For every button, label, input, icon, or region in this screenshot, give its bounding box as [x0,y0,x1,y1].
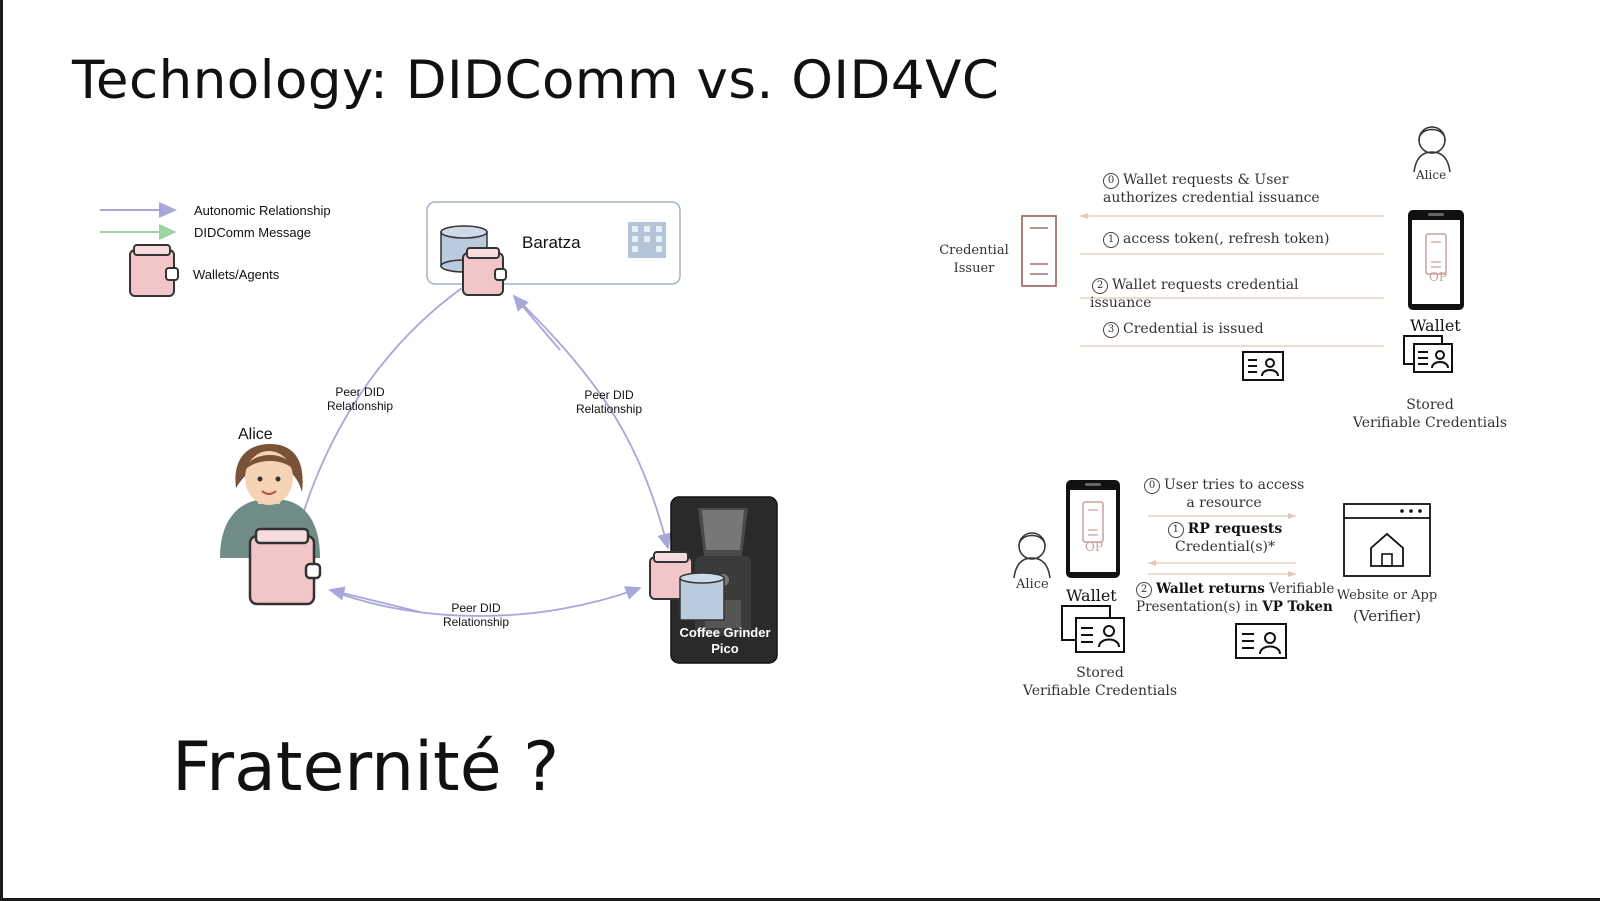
edge-left [297,287,463,531]
issued-credential-icon [1242,351,1284,381]
presentation-alice-label: Alice [1016,577,1049,592]
slide-bottom-border [0,898,1600,901]
wallet-phone-icon [1408,210,1464,310]
presentation-stored-credentials-icon [1061,605,1125,653]
presentation-wallet-label: Wallet [1066,586,1117,605]
issuance-op-label: OP [1429,270,1447,284]
edge-bottom-head [328,586,421,613]
edge-bottom [329,586,642,617]
verifier-label: Website or App(Verifier) [1336,588,1438,625]
baratza-wallet-icon [462,247,507,296]
presentation-wallet-phone-icon [1066,480,1120,578]
alice-wallet-icon [248,527,322,606]
credential-issuer-icon [1021,215,1057,287]
building-icon [628,222,666,258]
fraternite-text: Fraternité ? [172,728,560,807]
legend-autonomic-label: Autonomic Relationship [194,203,331,218]
presentation-op-label: OP [1085,540,1103,554]
alice-label: Alice [238,426,273,443]
issuance-alice-label: Alice [1416,168,1447,182]
verifier-browser-icon [1343,503,1431,577]
legend-wallet-icon [129,244,179,297]
presentation-alice-icon [1013,532,1051,579]
slide-title: Technology: DIDComm vs. OID4VC [72,50,1000,111]
edge-right [513,295,672,550]
issuance-wallet-label: Wallet [1410,316,1461,335]
edge-top-head [512,294,561,351]
slide-left-border [0,0,3,901]
legend-message-label: DIDComm Message [194,225,312,240]
legend-wallets-label: Wallets/Agents [193,267,280,282]
alice-outline-icon [1413,126,1451,173]
grinder-cup-icon [679,572,725,621]
vp-token-icon [1235,623,1287,659]
baratza-label: Baratza [522,233,581,252]
stored-credentials-icon [1403,335,1453,373]
